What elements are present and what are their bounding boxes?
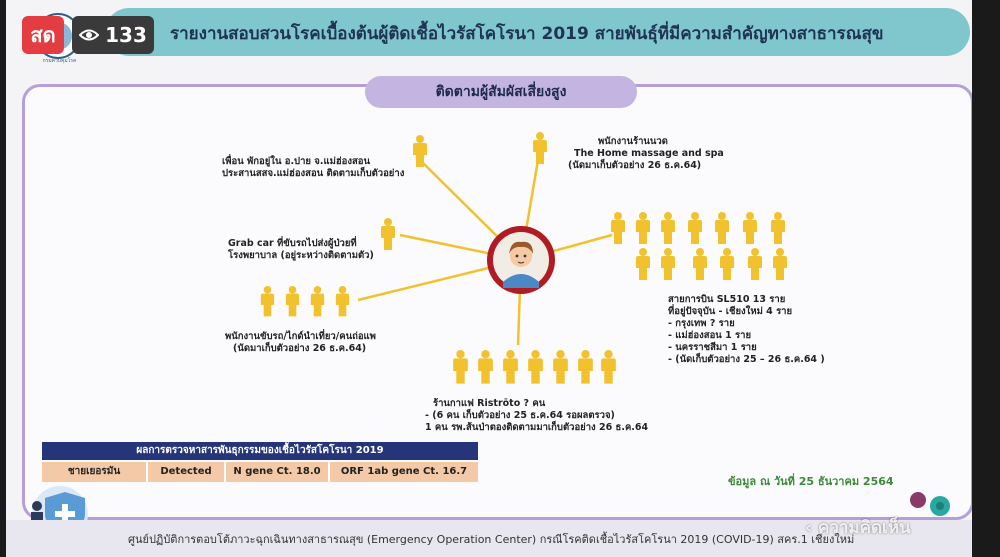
person-icon — [611, 212, 625, 244]
eye-icon — [79, 29, 100, 41]
person-icon — [693, 248, 707, 280]
index-patient-avatar — [487, 226, 555, 294]
header-bar — [105, 8, 970, 56]
person-icon — [661, 212, 675, 244]
label-line: 1 คน รพ.ส้นป่าตองติดตามมาเก็บตัวอย่าง 26… — [425, 422, 649, 433]
label-line: เพื่อน พักอยู่ใน อ.ปาย จ.แม่ฮ่องสอน — [222, 156, 370, 167]
label-line: Grab car ที่ขับรถไปส่งผู้ป่วยที่ — [228, 238, 357, 249]
label-line: - แม่ฮ่องสอน 1 ราย — [668, 330, 752, 341]
viewer-count: 133 — [105, 23, 147, 47]
frame-edge-right — [972, 0, 1000, 557]
logo-caption: กรมควบคุมโรค — [42, 58, 77, 64]
table-cell: N gene Ct. 18.0 — [226, 462, 330, 482]
contact-label-massage: พนักงานร้านนวด The Home massage and spa … — [568, 136, 724, 172]
person-icon — [773, 248, 787, 280]
contact-label-airline: สายการบิน SL510 13 ราย ที่อยู่ปัจจุบัน -… — [668, 294, 825, 366]
contact-label-grab: Grab car ที่ขับรถไปส่งผู้ป่วยที่ โรงพยาบ… — [228, 238, 374, 262]
table-cell: ชายเยอรมัน — [42, 462, 148, 482]
person-icon — [285, 286, 300, 317]
frame-edge-left — [0, 0, 6, 557]
label-line: ที่อยู่ปัจจุบัน - เชียงใหม่ 4 ราย — [668, 306, 793, 317]
page-title: รายงานสอบสวนโรคเบื้องต้นผู้ติดเชื้อไวรัส… — [170, 24, 884, 44]
footer-bar — [0, 520, 1000, 557]
label-line: พนักงานขับรถ/ไกด์นำเที่ยว/คนถ่อแพ — [225, 331, 376, 342]
person-icon — [310, 286, 325, 317]
person-icon — [715, 212, 729, 244]
footer-text: ศูนย์ปฏิบัติการตอบโต้ภาวะฉุกเฉินทางสาธาร… — [128, 533, 855, 546]
data-date: ข้อมูล ณ วันที่ 25 ธันวาคม 2564 — [728, 475, 894, 488]
label-line: - (นัดเก็บตัวอย่าง 25 – 26 ธ.ค.64 ) — [668, 354, 825, 365]
person-icon — [478, 350, 493, 384]
contact-label-cafe: ร้านกาแฟ Ristrōto ? คน - (6 คน เก็บตัวอย… — [425, 398, 648, 434]
live-badge[interactable]: สด — [22, 16, 64, 54]
label-line: (นัดมาเก็บตัวอย่าง 26 ธ.ค.64) — [233, 343, 367, 354]
contact-label-friend: เพื่อน พักอยู่ใน อ.ปาย จ.แม่ฮ่องสอน ประส… — [222, 156, 404, 180]
diagram-subtitle: ติดตามผู้สัมผัสเสี่ยงสูง — [365, 76, 637, 108]
person-icon — [743, 212, 757, 244]
label-line: ร้านกาแฟ Ristrōto ? คน — [433, 398, 546, 409]
lab-result-table: ผลการตรวจหาสารพันธุกรรมของเชื้อไวรัสโคโร… — [42, 442, 478, 482]
person-icon — [661, 248, 675, 280]
person-icon — [771, 212, 785, 244]
label-line: สายการบิน SL510 13 ราย — [668, 294, 786, 305]
person-icon — [688, 212, 702, 244]
table-row: ชายเยอรมัน Detected N gene Ct. 18.0 ORF … — [42, 462, 478, 482]
viewer-count-badge[interactable]: 133 — [72, 16, 154, 54]
person-icon — [636, 248, 650, 280]
label-line: - นครราชสีมา 1 ราย — [668, 342, 757, 353]
label-line: The Home massage and spa — [574, 148, 724, 159]
person-icon — [533, 132, 547, 164]
label-line: โรงพยาบาล (อยู่ระหว่างติดตามตัว) — [228, 250, 374, 261]
contact-label-driver: พนักงานขับรถ/ไกด์นำเที่ยว/คนถ่อแพ (นัดมา… — [225, 331, 376, 355]
virus-icon — [910, 492, 950, 516]
person-icon — [453, 350, 468, 384]
person-icon — [528, 350, 543, 384]
person-icon — [335, 286, 350, 317]
label-line: (นัดมาเก็บตัวอย่าง 26 ธ.ค.64) — [568, 160, 702, 171]
person-icon — [413, 135, 427, 167]
person-icon — [503, 350, 518, 384]
person-icon — [748, 248, 762, 280]
patient-icon — [493, 232, 549, 288]
person-icon — [260, 286, 275, 317]
table-cell: ORF 1ab gene Ct. 16.7 — [330, 462, 478, 482]
person-icon — [553, 350, 568, 384]
label-line: ประสานสสจ.แม่ฮ่องสอน ติดตามเก็บตัวอย่าง — [222, 168, 405, 179]
comments-watermark[interactable]: ‹ ความคิดเห็น — [805, 518, 911, 538]
watermark-text: ความคิดเห็น — [817, 518, 911, 538]
lab-result-header: ผลการตรวจหาสารพันธุกรรมของเชื้อไวรัสโคโร… — [42, 442, 478, 460]
person-icon — [720, 248, 734, 280]
table-cell: Detected — [148, 462, 226, 482]
main-panel — [22, 84, 974, 520]
label-line: - (6 คน เก็บตัวอย่าง 25 ธ.ค.64 รอผลตรวจ) — [425, 410, 615, 421]
person-icon — [381, 218, 395, 250]
label-line: พนักงานร้านนวด — [598, 136, 668, 147]
label-line: - กรุงเทพ ? ราย — [668, 318, 735, 329]
person-icon — [601, 350, 616, 384]
person-icon — [578, 350, 593, 384]
person-icon — [636, 212, 650, 244]
